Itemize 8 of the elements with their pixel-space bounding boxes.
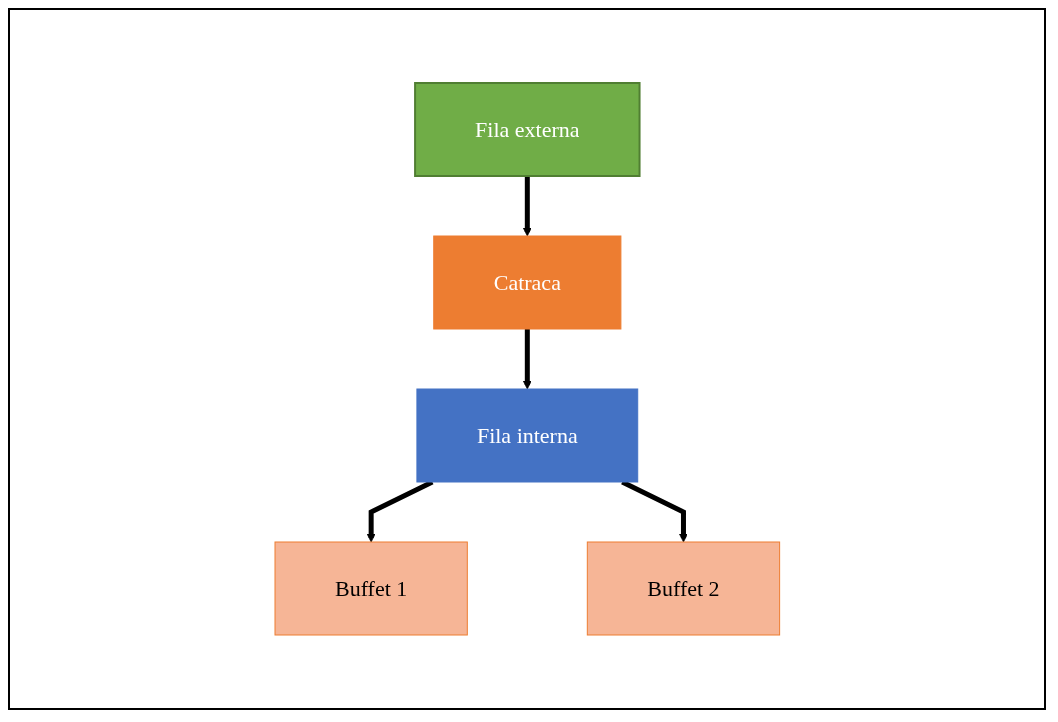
node-box	[586, 541, 780, 636]
diagram-frame: Fila externa Catraca Fila interna Buffet 1 Buffet 2	[8, 8, 1046, 710]
node-box	[274, 541, 468, 636]
arrow	[522, 329, 532, 390]
arrow	[522, 176, 532, 237]
node-box	[432, 235, 622, 330]
node-box	[416, 388, 638, 483]
node-box	[413, 82, 641, 177]
